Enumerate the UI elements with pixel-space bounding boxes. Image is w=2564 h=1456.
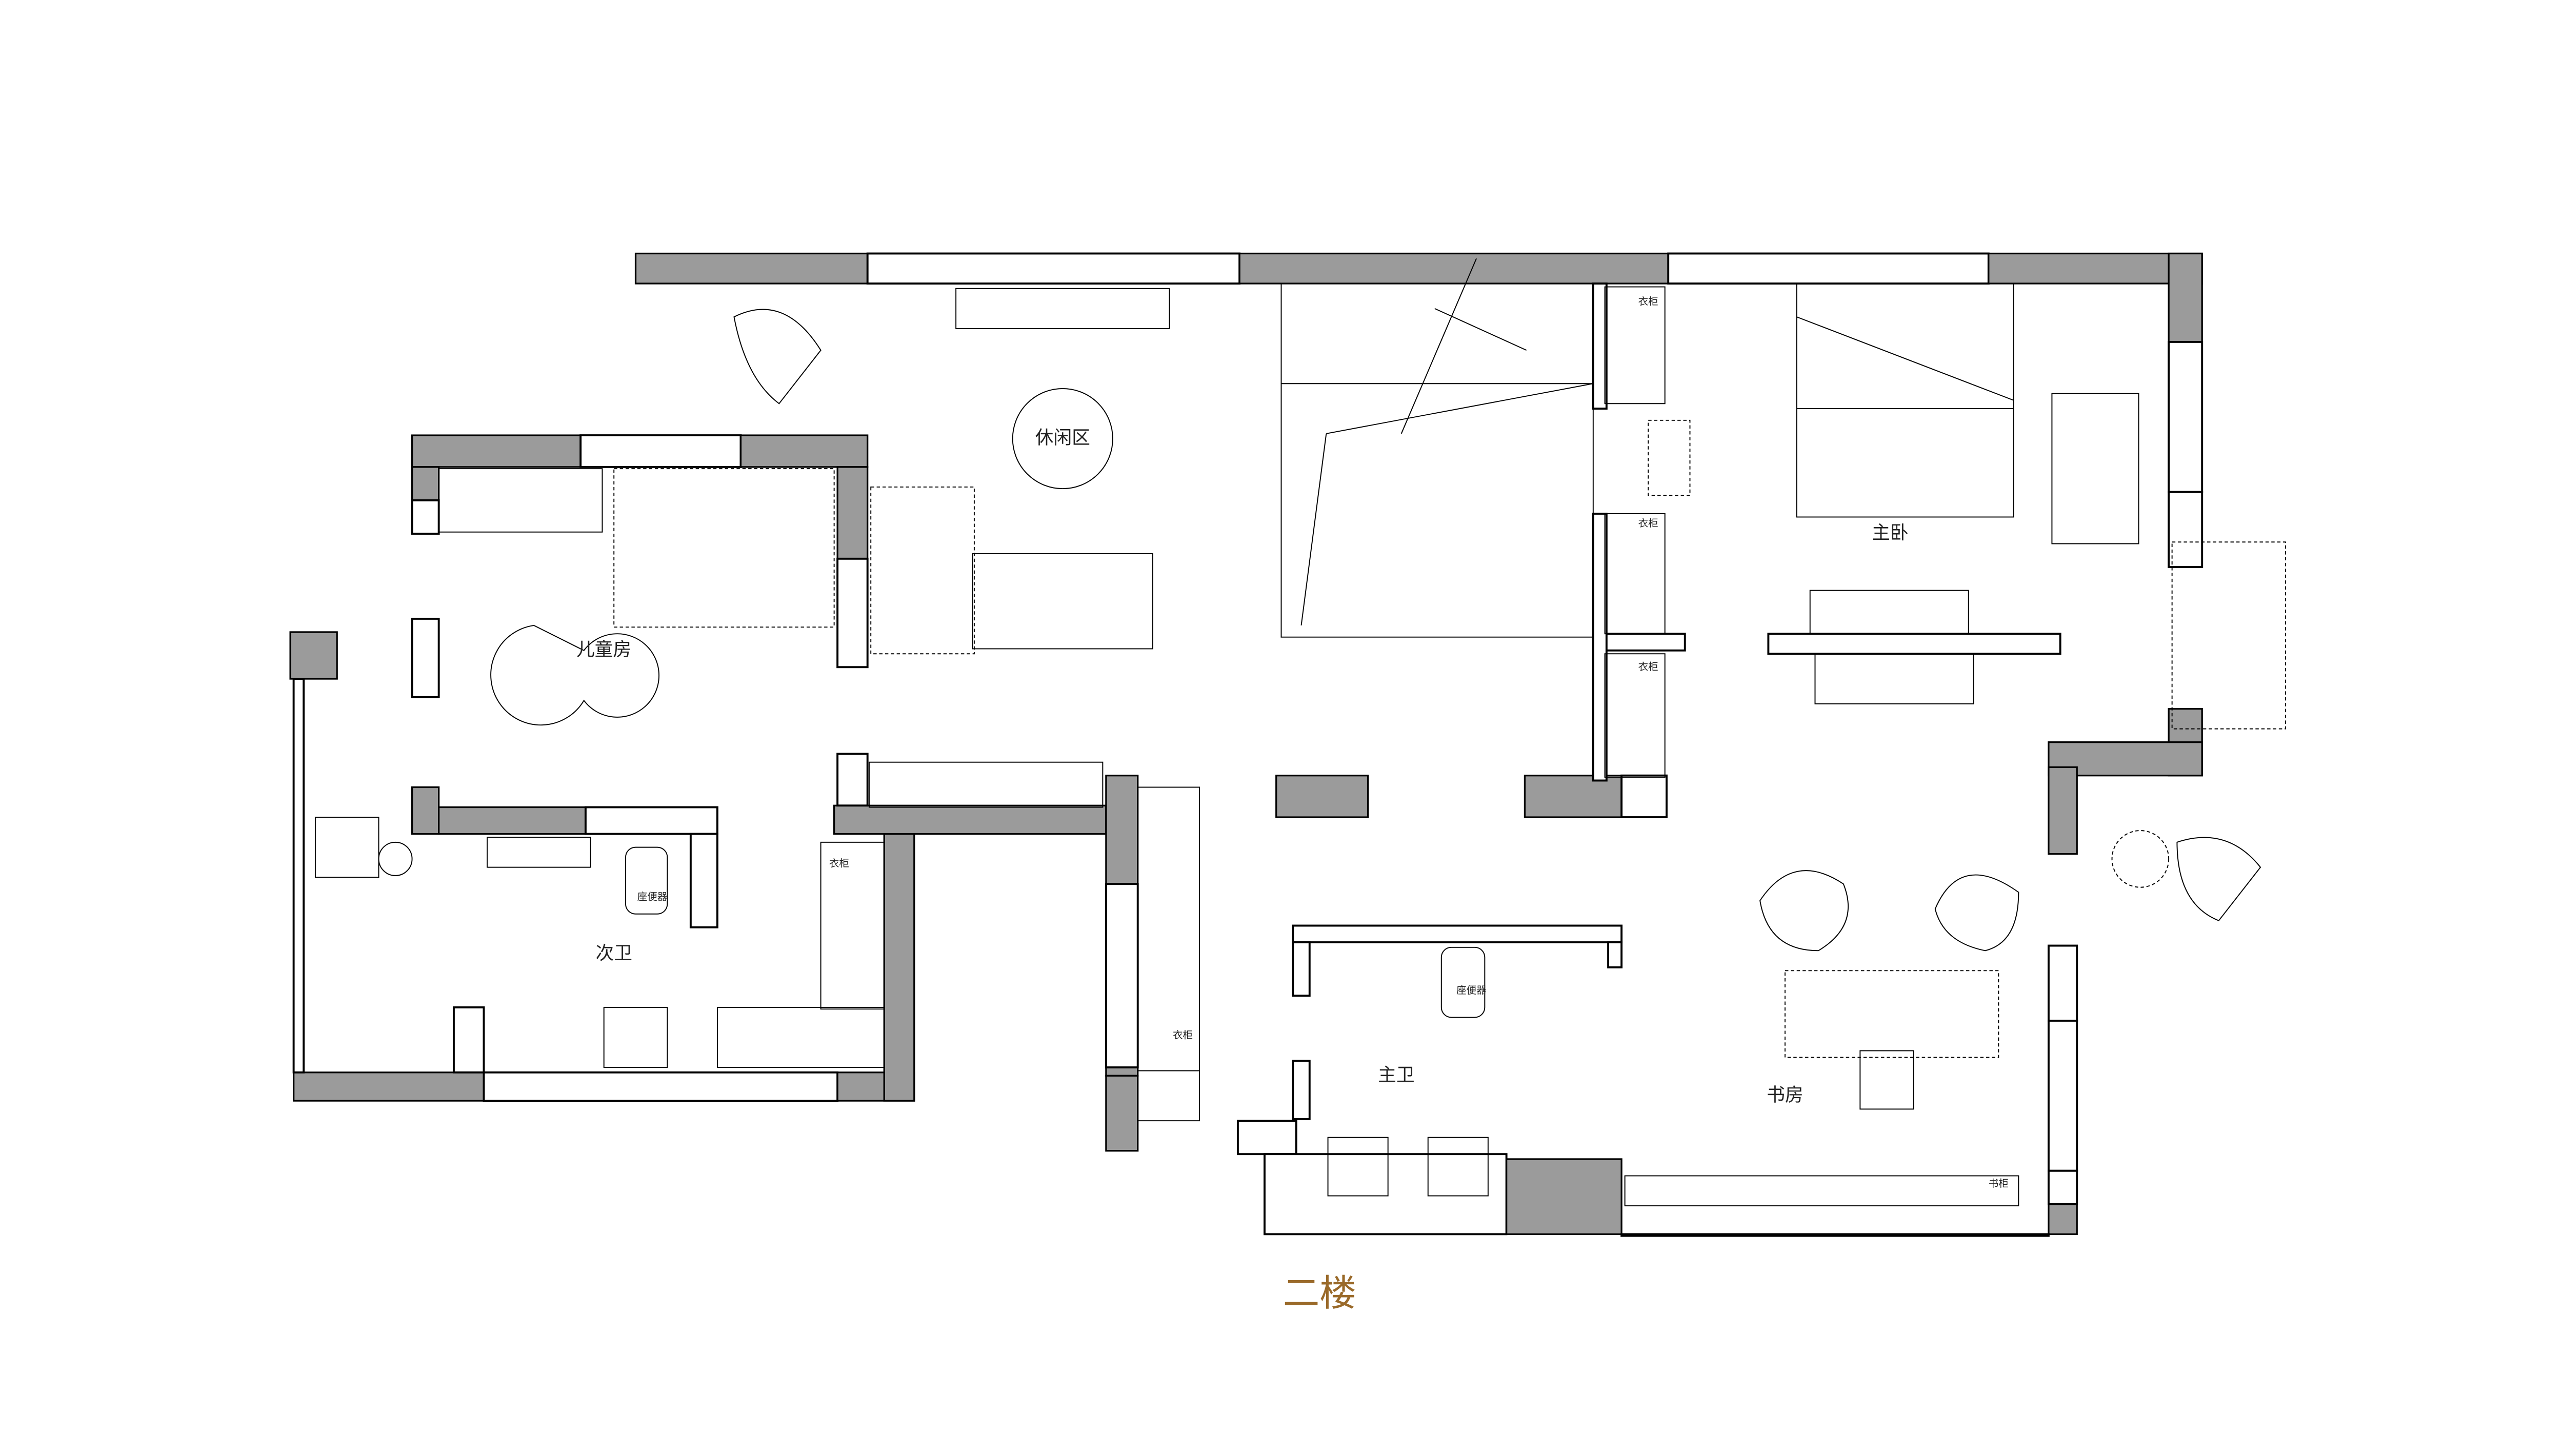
wardrobe-label: 衣柜	[1638, 295, 1658, 307]
room-label-master-bath: 主卫	[1378, 1064, 1415, 1085]
room-label-kids-room: 儿童房	[576, 639, 631, 660]
walls	[289, 252, 2204, 1237]
toilet-label: 座便器	[1456, 984, 1487, 996]
toilet-label: 座便器	[637, 891, 668, 903]
wardrobe-label: 衣柜	[1638, 661, 1658, 673]
wardrobe-label: 衣柜	[829, 858, 849, 869]
room-label-second-bath: 次卫	[595, 943, 632, 964]
room-label-lounge: 休闲区	[1035, 428, 1090, 449]
fixture-labels: 衣柜 衣柜 衣柜 衣柜 衣柜 座便器 座便器 书柜	[637, 295, 2009, 1189]
floor-title: 二楼	[1283, 1272, 1356, 1315]
wardrobe-label: 衣柜	[1638, 517, 1658, 529]
room-label-study: 书房	[1767, 1084, 1804, 1105]
bookcase-label: 书柜	[1989, 1178, 2009, 1189]
room-labels: 休闲区 儿童房 主卧 次卫 主卫 书房	[576, 428, 1909, 1106]
room-label-master-bedroom: 主卧	[1872, 522, 1909, 543]
furniture	[314, 258, 2286, 1207]
wardrobe-label: 衣柜	[1173, 1029, 1193, 1041]
